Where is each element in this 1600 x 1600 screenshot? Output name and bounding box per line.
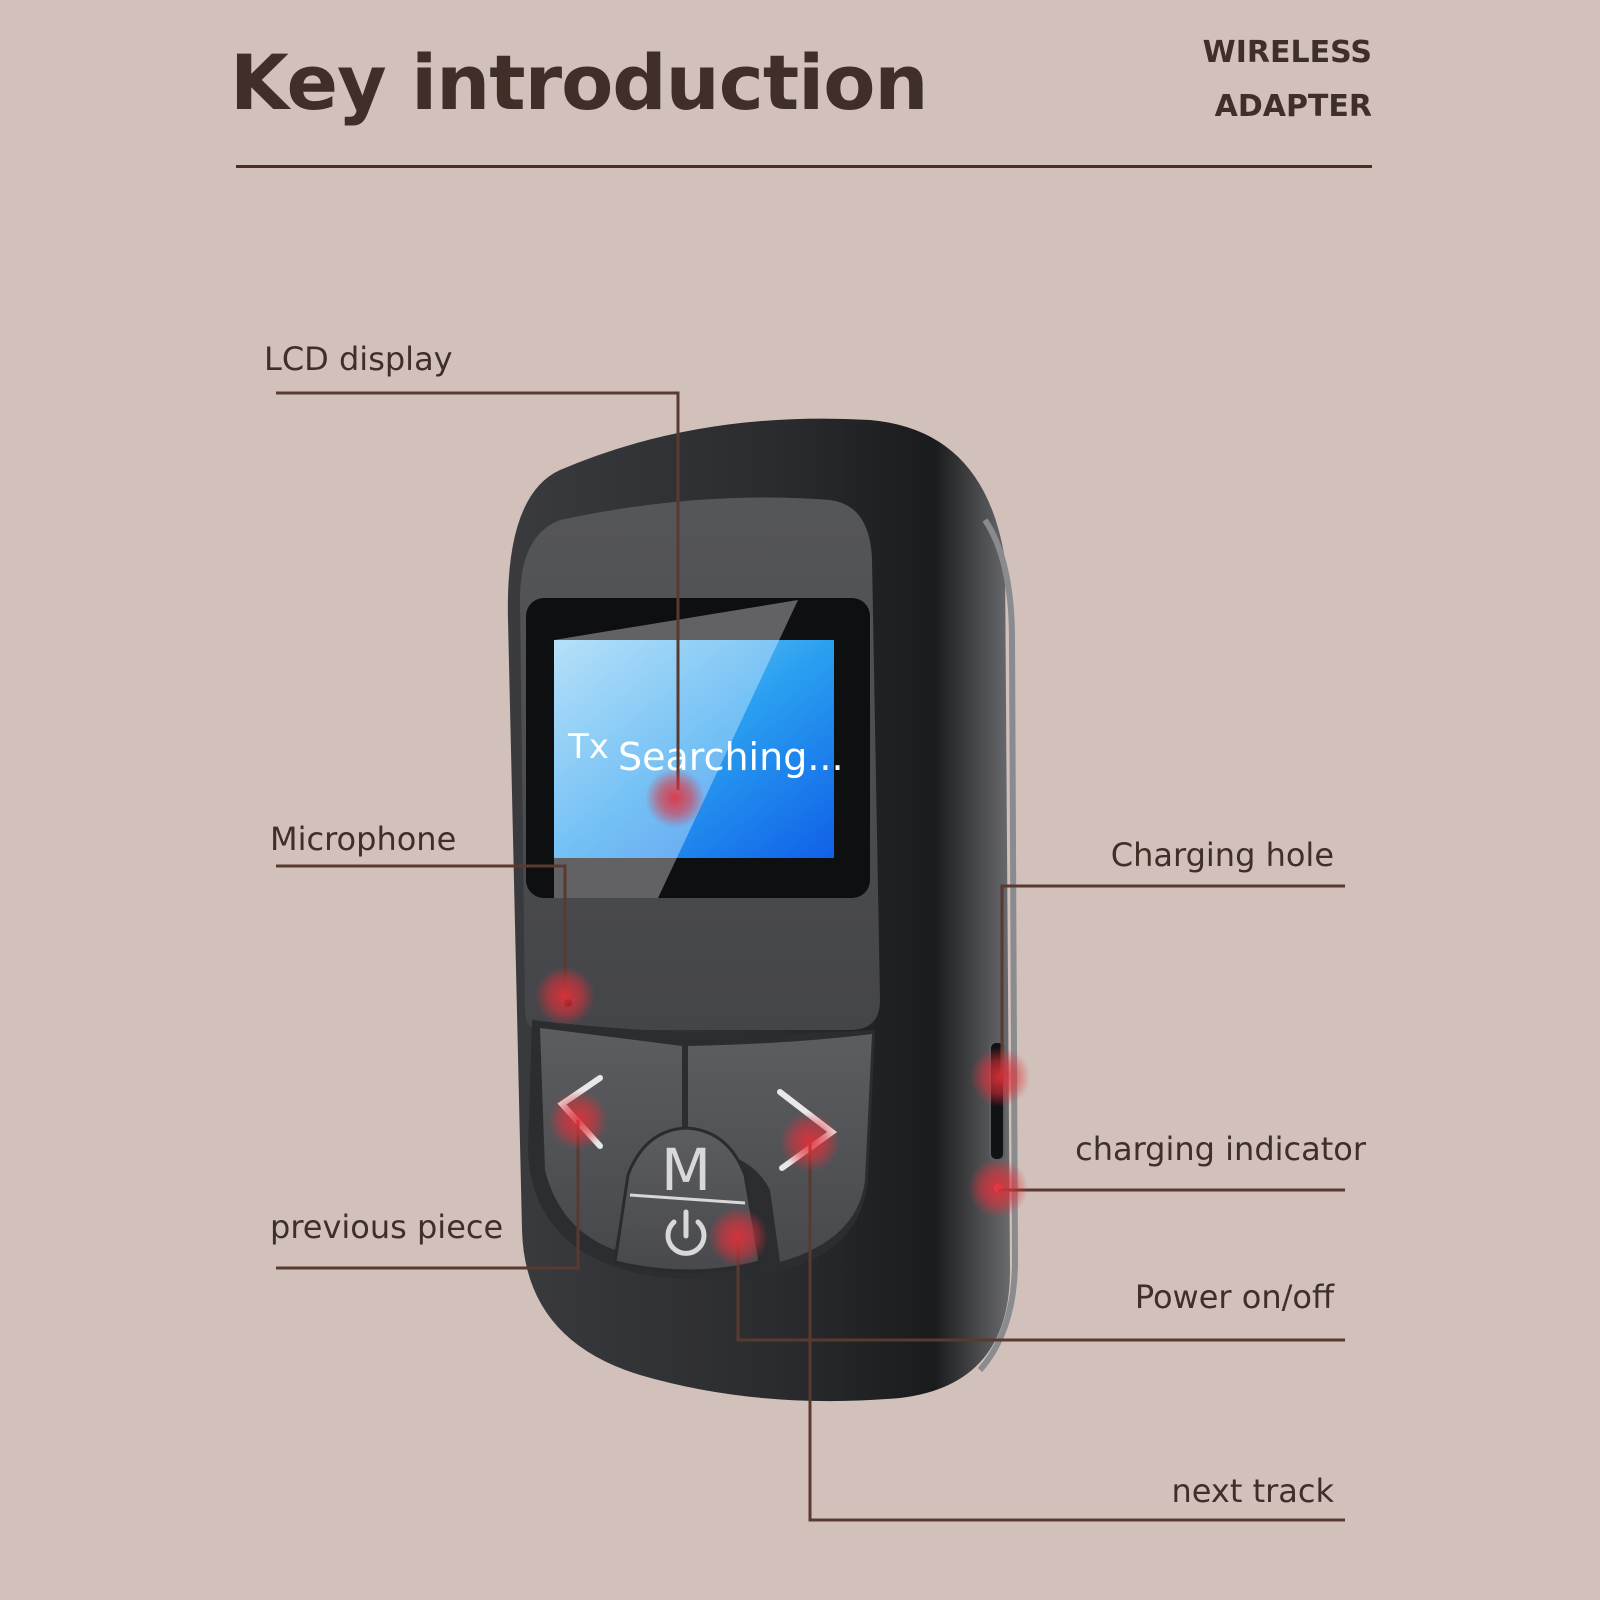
label-microphone: Microphone [270,820,457,858]
next-key[interactable] [688,1034,872,1262]
label-charging-indicator: charging indicator [1075,1130,1366,1168]
marker-microphone [535,966,595,1026]
leader-charging-hole [1000,884,1345,1075]
lcd-text-status: Searching... [618,735,844,779]
marker-lcd-display [645,768,705,828]
callout-markers [535,768,1030,1267]
brand-line-2: ADAPTER [1214,89,1372,124]
label-next-track: next track [1171,1472,1335,1510]
label-lcd-display: LCD display [264,340,453,378]
header-divider [236,165,1372,168]
marker-charging-hole [970,1047,1030,1107]
brand-line-1: WIRELESS [1202,35,1372,70]
leader-power [736,1235,1345,1342]
brand-label: WIRELESS ADAPTER [1203,26,1372,134]
label-power: Power on/off [1134,1278,1334,1316]
marker-previous-piece [548,1090,608,1150]
leader-next-track [808,1140,1345,1522]
leader-lcd-display [276,391,680,790]
label-charging-hole: Charging hole [1110,836,1334,874]
lcd-screen [554,640,834,858]
leader-previous-piece [276,1120,580,1270]
lcd-glare [554,600,798,898]
lcd-text-mode: Tx [567,727,609,767]
mode-key-divider [629,1193,746,1205]
previous-key[interactable] [540,1028,682,1250]
mode-key-label: M [661,1136,711,1204]
label-previous-piece: previous piece [270,1208,504,1246]
wireless-adapter-device: Tx Searching... M [507,418,1019,1402]
leader-microphone [276,864,567,1000]
page-title: Key introduction [230,38,929,127]
power-icon [665,1209,707,1256]
marker-power [708,1207,768,1267]
marker-next-track [780,1112,840,1172]
marker-charging-indicator [968,1158,1028,1218]
